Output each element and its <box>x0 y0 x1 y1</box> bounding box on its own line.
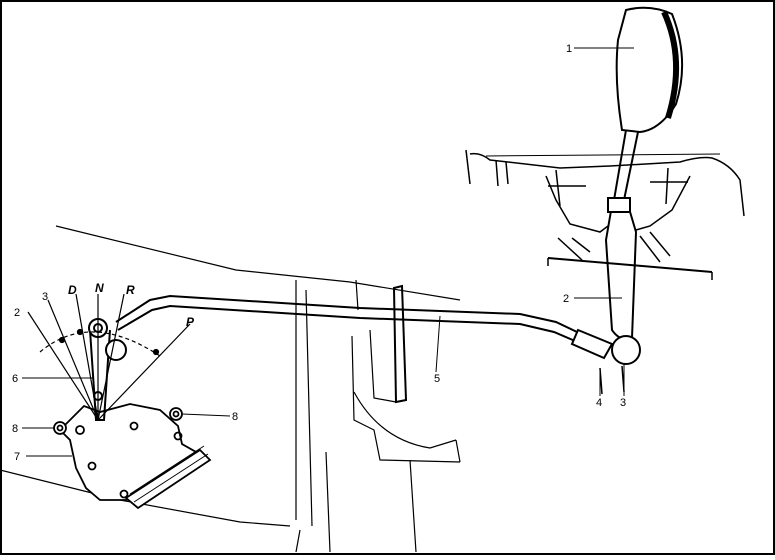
position-label-r: R <box>126 283 135 297</box>
position-fan-lines <box>27 293 191 421</box>
callout-8-right: 8 <box>232 411 238 423</box>
callout-1: 1 <box>566 43 572 55</box>
mounting-bolt-left <box>53 421 67 435</box>
callout-7: 7 <box>14 451 20 463</box>
callout-2-detent: 2 <box>14 307 20 319</box>
leader-lines <box>22 47 634 457</box>
console-housing <box>465 149 745 280</box>
position-label-p: P <box>186 315 195 329</box>
position-label-d: D <box>68 283 77 297</box>
callout-2-rod: 2 <box>563 293 569 305</box>
transmission-casing <box>0 225 461 553</box>
selector-plate <box>58 403 212 510</box>
callout-5: 5 <box>434 373 440 385</box>
callout-6: 6 <box>12 373 18 385</box>
mounting-bolt-right <box>169 407 183 421</box>
shift-lever <box>604 129 639 340</box>
pivot-bracket <box>599 365 625 395</box>
position-label-n: N <box>95 281 104 295</box>
lever-pivot-ball <box>611 335 641 365</box>
detent-lever <box>88 318 127 421</box>
callout-4: 4 <box>596 397 602 409</box>
callout-3-detent: 3 <box>42 291 48 303</box>
shift-knob <box>615 6 684 134</box>
selector-rod <box>115 294 614 360</box>
callout-3-pivot: 3 <box>620 397 626 409</box>
callout-8-left: 8 <box>12 423 18 435</box>
